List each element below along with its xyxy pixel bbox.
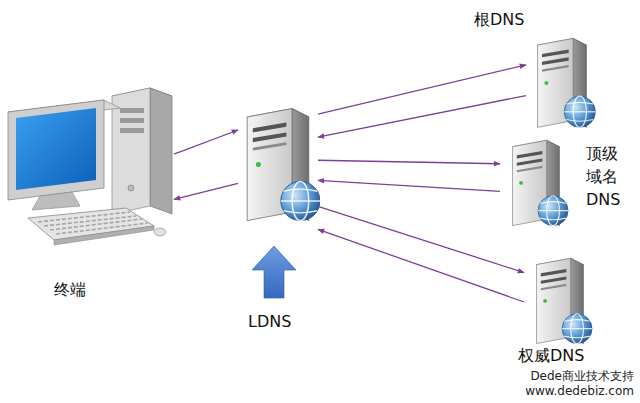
dns-host: 根DNS	[526, 36, 598, 132]
query-arrow	[318, 229, 524, 302]
auth-server	[537, 258, 592, 343]
host-label: 顶级 域名 DNS	[586, 142, 623, 212]
pc-keyboard	[28, 208, 166, 245]
tld-server	[513, 140, 568, 225]
dns-host: 权威DNS	[524, 256, 596, 348]
pc-tower	[112, 88, 172, 214]
query-arrow	[318, 65, 526, 114]
dns-host: LDNS	[238, 94, 318, 238]
host-label: 权威DNS	[518, 346, 584, 365]
host-label: LDNS	[248, 312, 291, 331]
watermark-text: www.dedebiz.com	[525, 384, 634, 400]
query-arrow	[174, 130, 238, 154]
pointer-arrow	[252, 246, 296, 298]
query-arrow	[318, 160, 500, 164]
watermark: Dede商业技术支持www.dedebiz.com	[523, 369, 636, 400]
dns-host: 顶级 域名 DNS	[500, 138, 572, 230]
query-arrow	[318, 206, 524, 272]
pc-monitor	[8, 100, 120, 210]
dns-host: 终端	[8, 86, 174, 248]
host-label: 终端	[54, 280, 86, 299]
watermark-text: Dede商业技术支持	[525, 369, 634, 385]
query-arrow	[318, 180, 500, 191]
ldns-server	[247, 109, 320, 221]
host-label: 根DNS	[474, 10, 524, 29]
query-arrow	[318, 96, 526, 138]
root-server	[538, 38, 596, 127]
query-arrow	[174, 183, 238, 199]
